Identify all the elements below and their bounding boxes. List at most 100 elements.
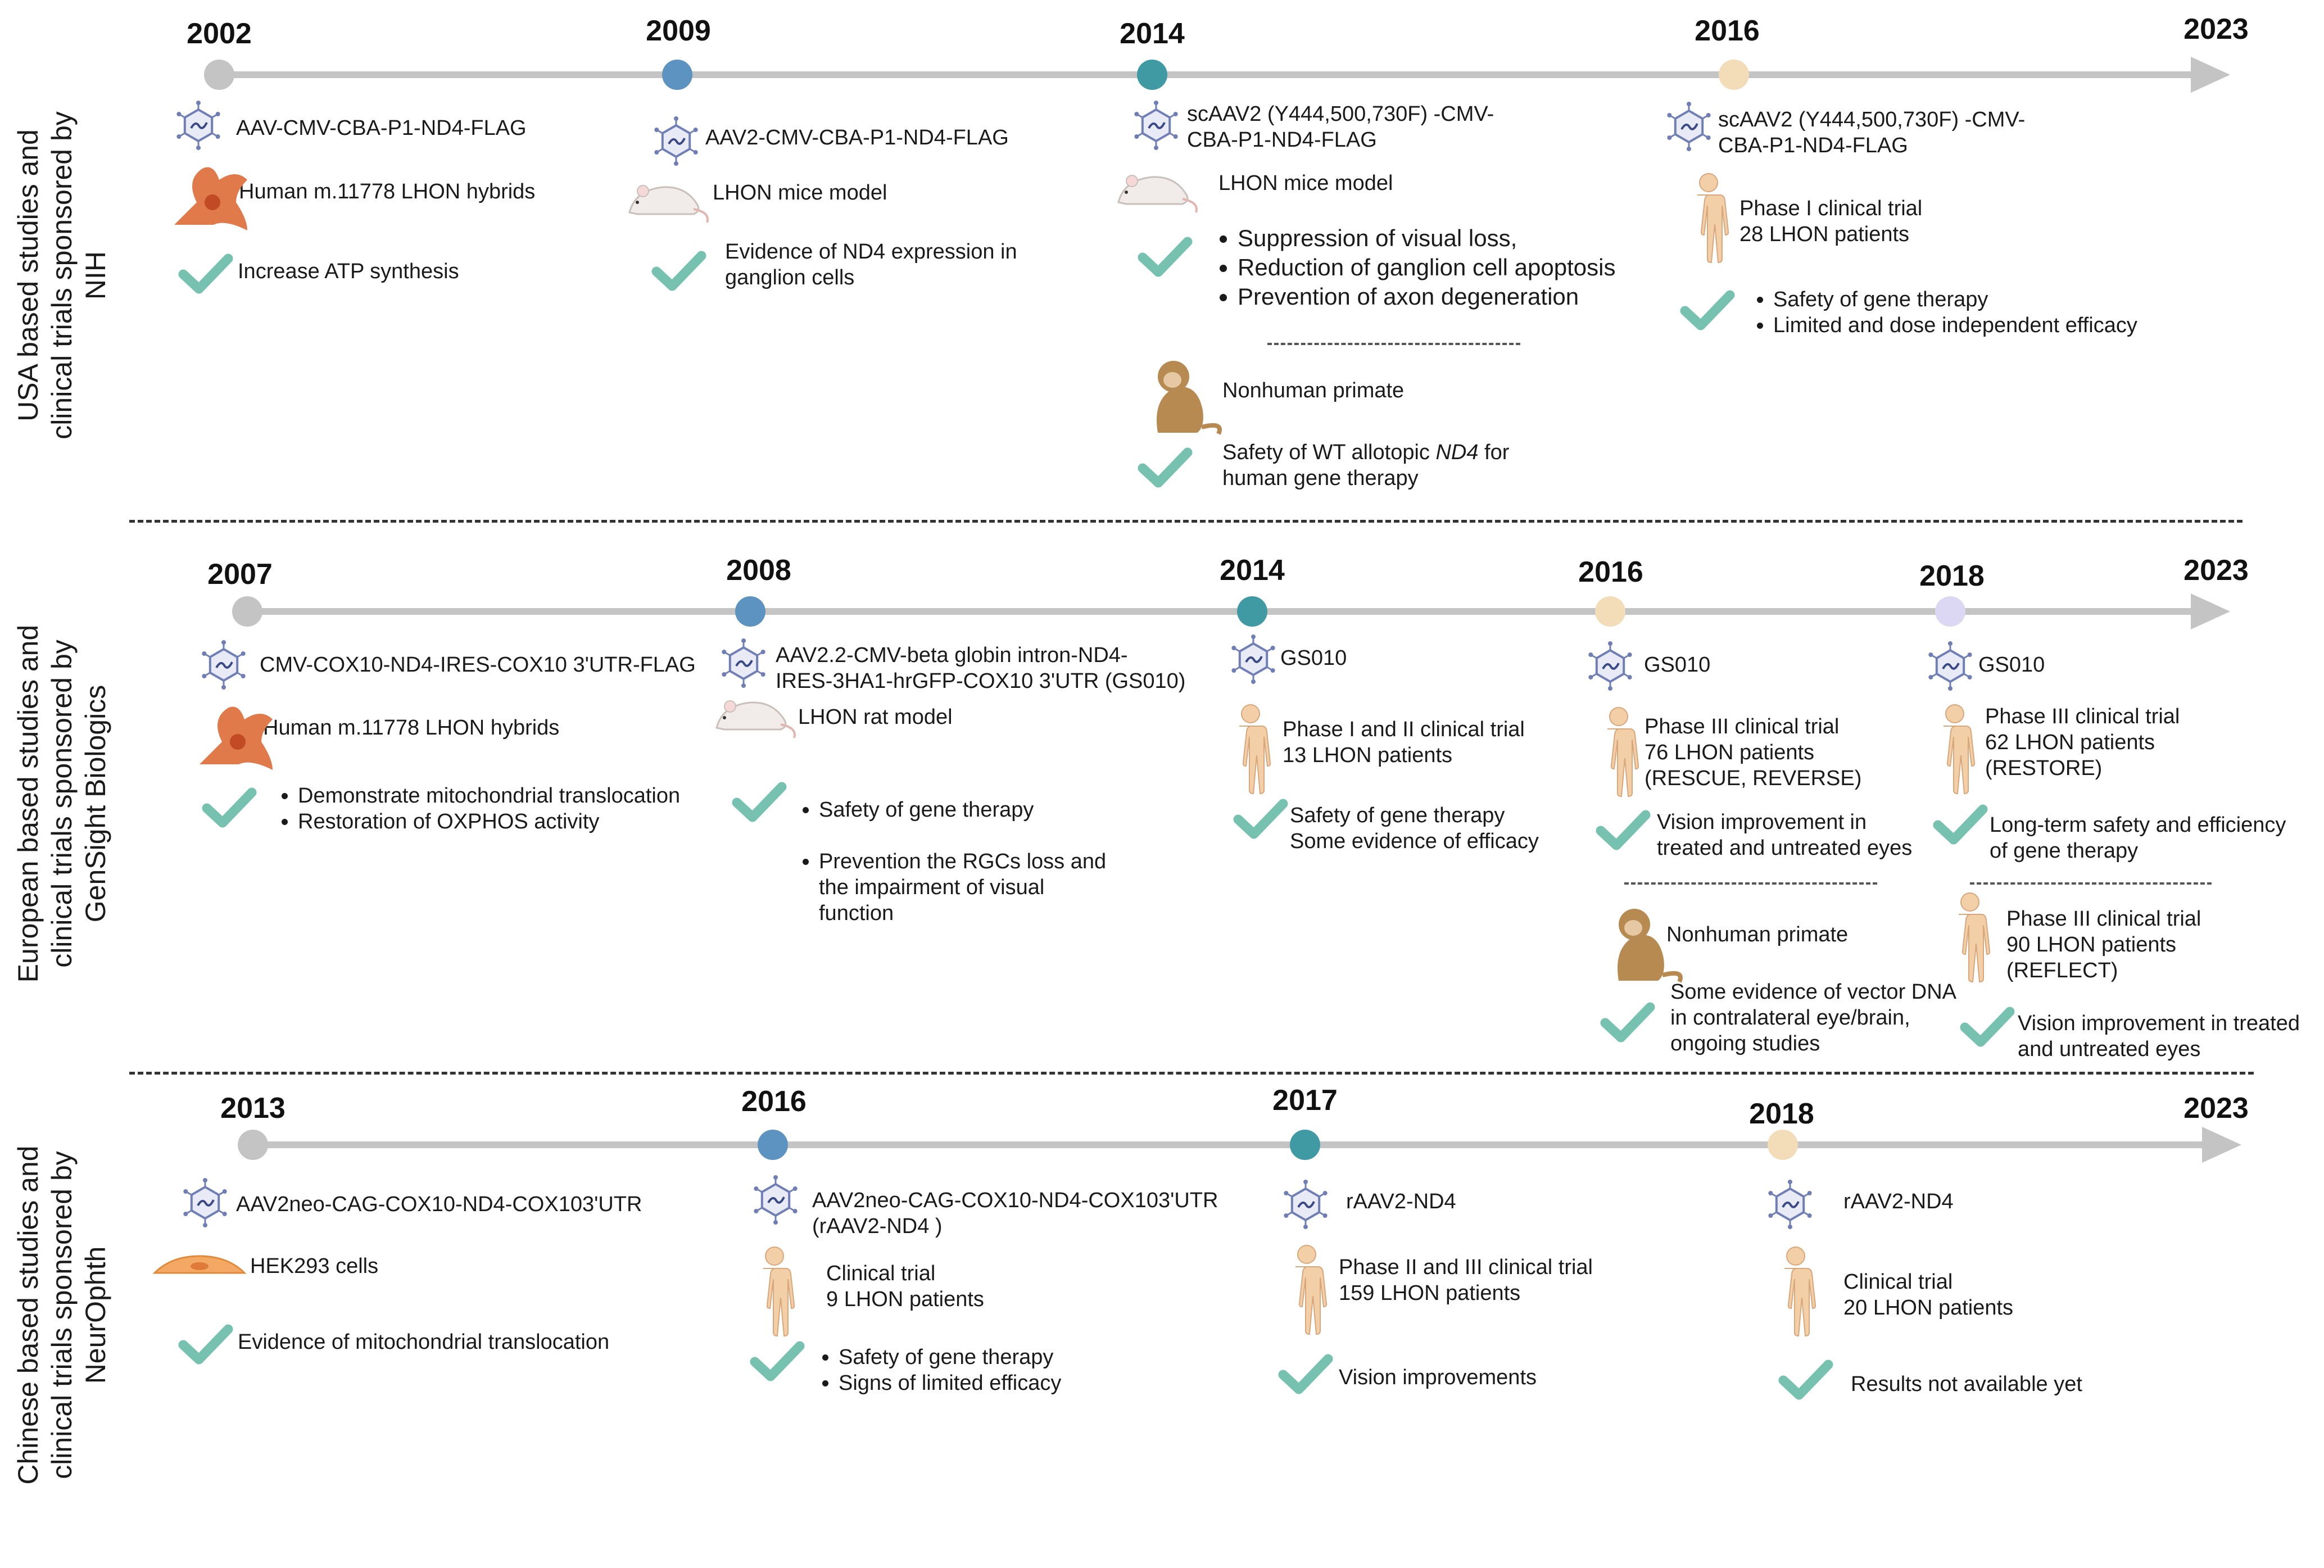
- checkmark-icon: [1600, 1002, 1655, 1043]
- year-label: 2002: [187, 17, 252, 50]
- result-item: Safety of gene therapy: [839, 1344, 1061, 1370]
- section-divider: [129, 520, 2243, 523]
- timeline-figure: USA based studies and clinical trials sp…: [0, 0, 2324, 1521]
- cultured-cells-icon: [152, 1255, 247, 1274]
- virus-vector-icon: [1284, 1180, 1328, 1229]
- checkmark-icon: [1778, 1359, 1833, 1400]
- vector-label: AAV2-CMV-CBA-P1-ND4-FLAG: [705, 126, 1009, 149]
- virus-vector-icon: [754, 1175, 798, 1225]
- virus-vector-icon: [722, 638, 765, 688]
- model-label: Phase III clinical trial 76 LHON patient…: [1645, 715, 1862, 790]
- human-figure-icon: [763, 1247, 795, 1337]
- checkmark-icon: [1680, 290, 1735, 330]
- virus-vector-icon: [1928, 641, 1972, 691]
- virus-vector-icon: [1588, 641, 1632, 691]
- end-year-label: 2023: [2183, 13, 2249, 46]
- result-text: Vision improvements: [1339, 1366, 1537, 1389]
- mouse-icon: [715, 700, 796, 738]
- year-label: 2013: [220, 1092, 286, 1125]
- vector-label: GS010: [1280, 646, 1347, 670]
- result-item: Prevention the RGCs loss and the impairm…: [819, 849, 1106, 926]
- human-figure-icon: [1784, 1247, 1816, 1337]
- primate-result: Some evidence of vector DNA in contralat…: [1670, 980, 1957, 1055]
- human-figure-icon: [1959, 892, 1991, 983]
- milestone-dot: [662, 60, 692, 90]
- virus-vector-icon: [654, 116, 698, 166]
- subsection-divider: [1624, 882, 1877, 885]
- year-label: 2017: [1272, 1084, 1338, 1117]
- result-item: Safety of gene therapy: [819, 797, 1106, 823]
- human-figure-icon: [1239, 704, 1271, 795]
- checkmark-icon: [1138, 447, 1193, 488]
- milestone-dot: [1768, 1130, 1798, 1160]
- result-item: Reduction of ganglion cell apoptosis: [1238, 253, 1615, 282]
- cell-icon: [174, 167, 247, 230]
- virus-vector-icon: [176, 101, 220, 150]
- year-label: 2009: [646, 15, 711, 47]
- vector-label: AAV2neo-CAG-COX10-ND4-COX103'UTR: [236, 1193, 642, 1216]
- timeline-axes-layer: [204, 57, 2241, 1163]
- human-figure-icon: [1697, 173, 1729, 264]
- year-label: 2008: [726, 554, 791, 587]
- vector-label: AAV-CMV-CBA-P1-ND4-FLAG: [236, 116, 527, 140]
- checkmark-icon: [1278, 1354, 1333, 1394]
- human-figure-icon: [1944, 704, 1976, 795]
- result-text: Results not available yet: [1851, 1372, 2082, 1396]
- timeline-arrowhead: [2191, 57, 2230, 93]
- primate-label: Nonhuman primate: [1222, 379, 1405, 402]
- result-list: Safety of gene therapy Signs of limited …: [809, 1344, 1061, 1396]
- vector-label: CMV-COX10-ND4-IRES-COX10 3'UTR-FLAG: [260, 653, 696, 677]
- result-list: Safety of gene therapy Limited and dose …: [1744, 287, 2137, 338]
- timeline-arrowhead: [2191, 593, 2230, 629]
- result-text: Increase ATP synthesis: [238, 260, 459, 283]
- model-label: Human m.11778 LHON hybrids: [239, 180, 536, 203]
- milestone-dot: [758, 1130, 788, 1160]
- model-label: Human m.11778 LHON hybrids: [263, 716, 560, 740]
- vector-label: scAAV2 (Y444,500,730F) -CMV- CBA-P1-ND4-…: [1718, 108, 2026, 157]
- checkmark-icon: [1138, 237, 1193, 277]
- end-year-label: 2023: [2183, 1092, 2249, 1125]
- vector-label: rAAV2-ND4: [1843, 1190, 1954, 1213]
- vector-label: scAAV2 (Y444,500,730F) -CMV- CBA-P1-ND4-…: [1187, 102, 1494, 152]
- year-label: 2016: [1578, 556, 1643, 588]
- milestone-dot: [232, 596, 262, 627]
- milestone-dot: [1719, 60, 1749, 90]
- vector-label: rAAV2-ND4: [1346, 1190, 1456, 1213]
- virus-vector-icon: [183, 1178, 227, 1227]
- human-figure-icon: [1607, 707, 1639, 797]
- result-text: Vision improvement in treated and untrea…: [1657, 810, 1913, 860]
- monkey-icon: [1618, 909, 1683, 983]
- checkmark-icon: [732, 782, 787, 822]
- year-label: 2007: [207, 558, 273, 591]
- model-label: Phase I clinical trial 28 LHON patients: [1739, 197, 1923, 246]
- subsection-divider: [1267, 343, 1520, 345]
- year-label: 2018: [1749, 1098, 1814, 1130]
- virus-vector-icon: [202, 640, 246, 690]
- human-figure-icon: [1295, 1245, 1328, 1335]
- checkmark-icon: [1596, 810, 1651, 850]
- result-item: Restoration of OXPHOS activity: [298, 809, 680, 835]
- checkmark-icon: [1960, 1007, 2015, 1047]
- milestone-dot: [204, 60, 234, 90]
- section-divider: [129, 1072, 2254, 1075]
- model-label: Phase I and II clinical trial 13 LHON pa…: [1283, 718, 1525, 767]
- milestone-dot: [1237, 596, 1267, 627]
- mouse-icon: [628, 185, 709, 223]
- result-text: Evidence of mitochondrial translocation: [238, 1330, 610, 1354]
- year-label: 2018: [1919, 560, 1985, 592]
- checkmark-icon: [651, 251, 706, 291]
- milestone-dot: [735, 596, 765, 627]
- milestone-dot: [238, 1130, 268, 1160]
- checkmark-icon: [178, 253, 233, 294]
- result-item: Demonstrate mitochondrial translocation: [298, 783, 680, 809]
- model-label: Clinical trial 20 LHON patients: [1843, 1270, 2014, 1320]
- result-list: Safety of gene therapy Prevention the RG…: [790, 771, 1106, 952]
- result-item: Signs of limited efficacy: [839, 1370, 1061, 1396]
- vector-label: GS010: [1644, 653, 1711, 677]
- vector-label: AAV2.2-CMV-beta globin intron-ND4- IRES-…: [776, 643, 1186, 693]
- vector-label: AAV2neo-CAG-COX10-ND4-COX103'UTR (rAAV2-…: [812, 1189, 1218, 1238]
- checkmark-icon: [1233, 799, 1288, 839]
- milestone-dot: [1595, 596, 1625, 627]
- monkey-icon: [1157, 361, 1222, 435]
- year-label: 2014: [1120, 17, 1185, 50]
